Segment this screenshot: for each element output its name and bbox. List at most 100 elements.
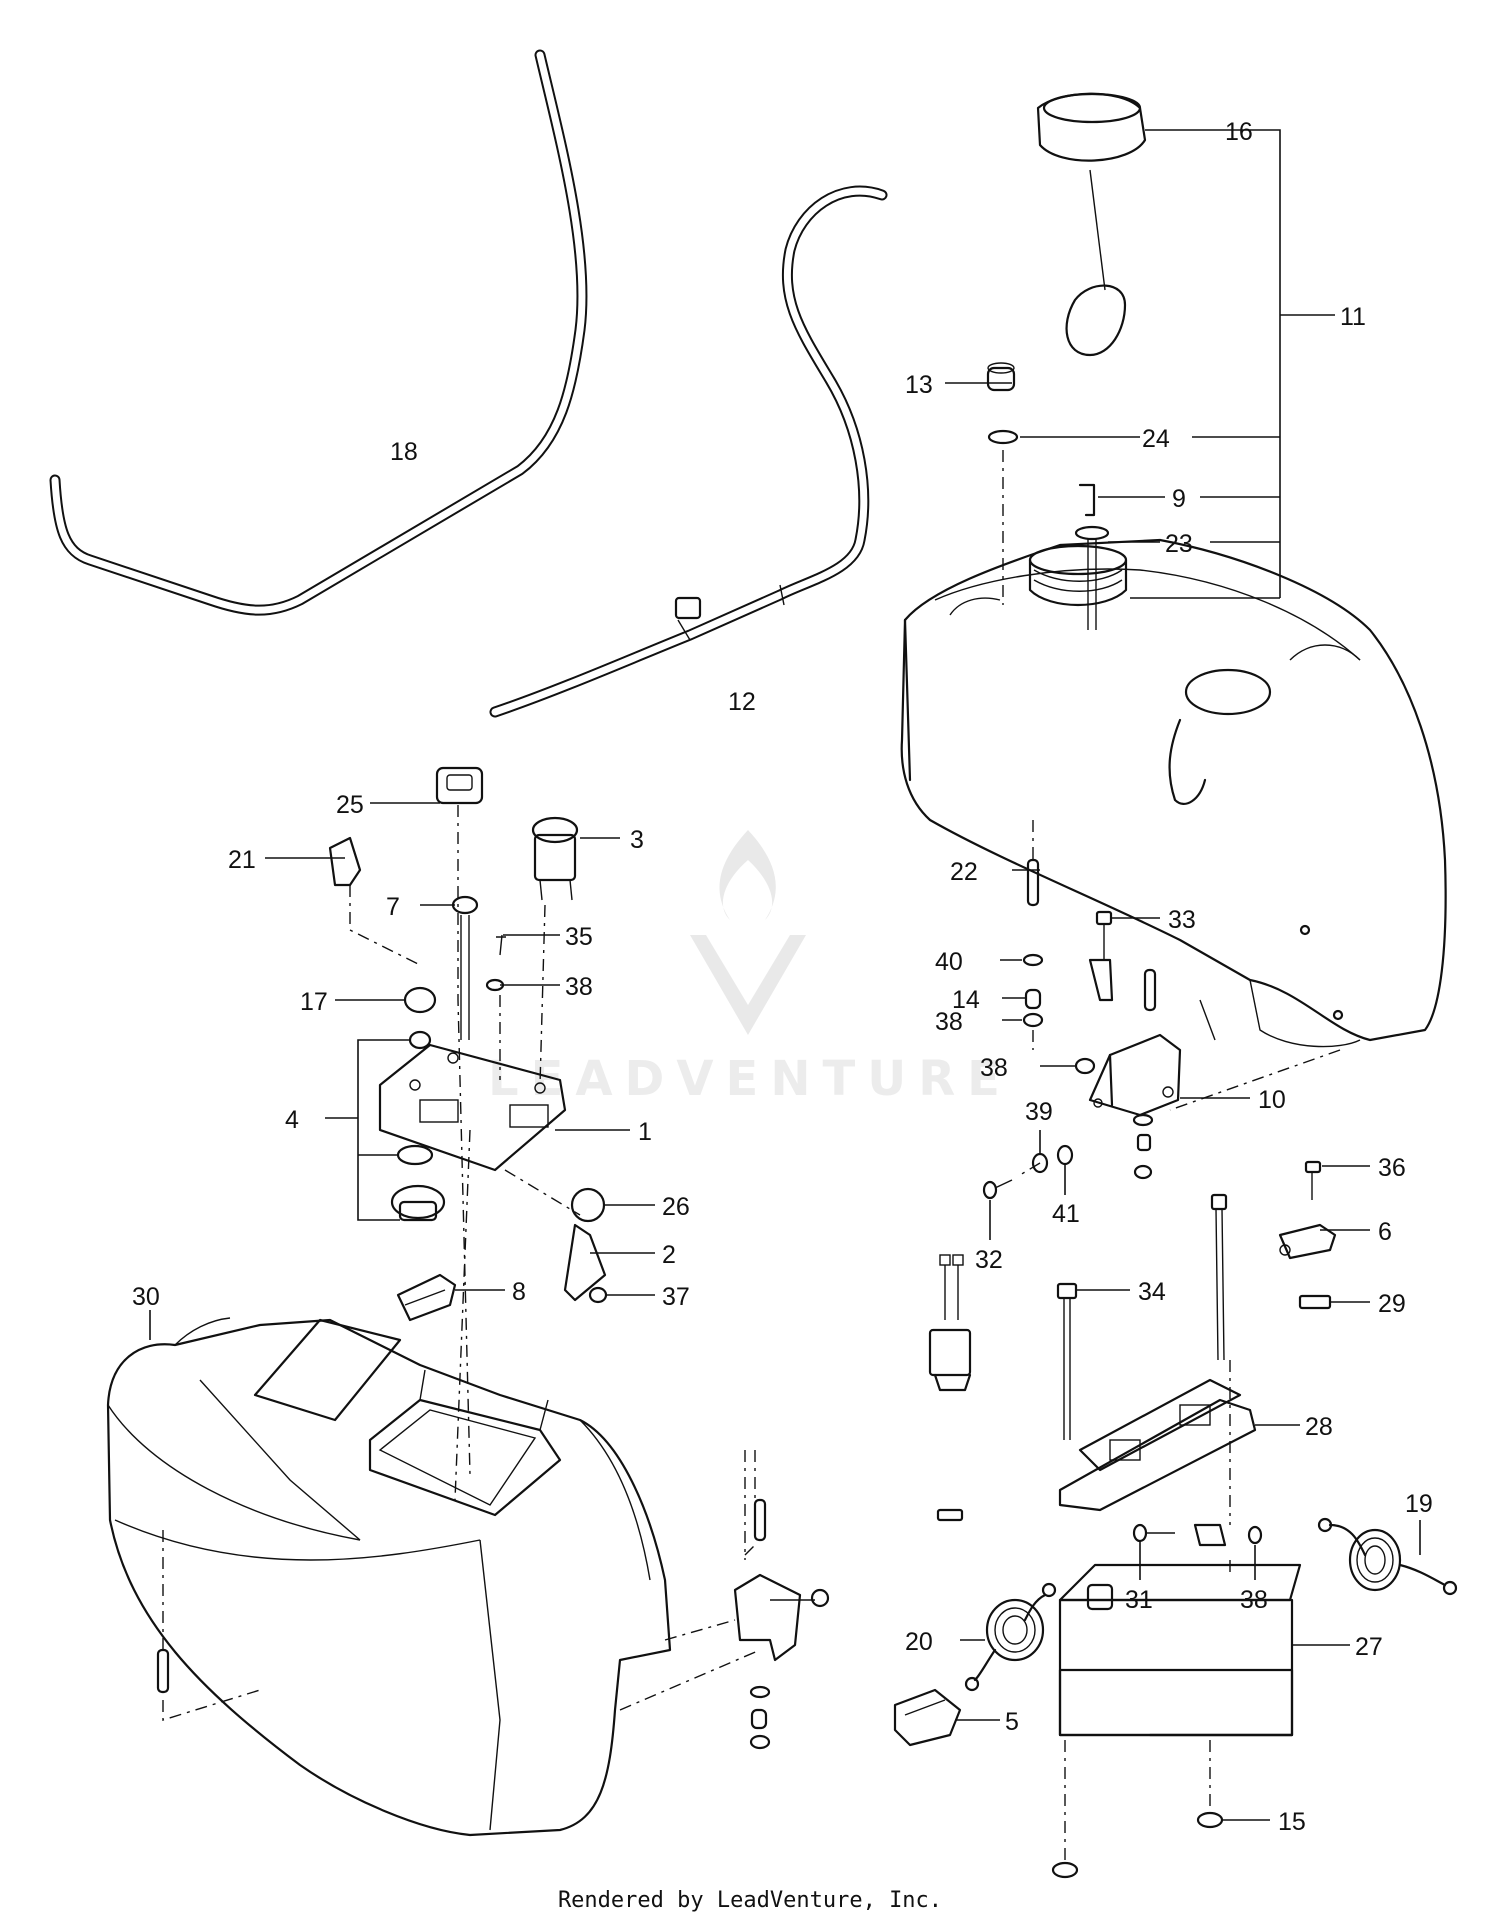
console-housing-30[interactable]	[106, 1317, 672, 1837]
callout-25: 25	[336, 791, 364, 819]
callout-18: 18	[390, 438, 418, 466]
battery-rod[interactable]	[1210, 1193, 1228, 1361]
callout-23: 23	[1165, 530, 1193, 558]
battery-bolt-34[interactable]	[1056, 1282, 1078, 1440]
callout-numbers: 16 11 13 24 9 23 18 12 25 3 21 7 35 38 1…	[132, 118, 1433, 1836]
console-pin[interactable]	[156, 1648, 170, 1694]
part-9-fitting[interactable]	[1078, 483, 1096, 517]
callout-24: 24	[1142, 425, 1170, 453]
callout-22: 22	[950, 858, 978, 886]
callout-36: 36	[1378, 1154, 1406, 1182]
part-nut-c[interactable]	[1133, 1164, 1153, 1180]
callout-27: 27	[1355, 1633, 1383, 1661]
callout-14: 14	[952, 986, 980, 1014]
callout-40: 39	[1025, 1098, 1053, 1126]
footer-credit: Rendered by LeadVenture, Inc.	[557, 1888, 943, 1913]
part-spring-b[interactable]	[1136, 1133, 1152, 1152]
part-22-pin[interactable]	[1026, 858, 1040, 907]
part-15-nut[interactable]	[1196, 1811, 1224, 1829]
battery-cable-19[interactable]	[1317, 1517, 1458, 1596]
part-24-grommet[interactable]	[987, 429, 1019, 445]
relay-bracket[interactable]	[928, 1254, 972, 1522]
callout-29: 29	[1378, 1290, 1406, 1318]
part-nut-bottom[interactable]	[1051, 1861, 1079, 1879]
callout-2: 2	[662, 1241, 676, 1269]
callout-41-b: 41	[1052, 1200, 1080, 1228]
callout-28: 28	[1305, 1413, 1333, 1441]
part-25-switch-cover[interactable]	[435, 766, 484, 805]
part-3-ignition-switch[interactable]	[531, 816, 579, 901]
part-17-nut[interactable]	[403, 986, 437, 1014]
part-32-bolt[interactable]	[982, 1179, 1013, 1200]
part-4-switch-assembly[interactable]	[390, 1030, 446, 1222]
part-21-knob[interactable]	[328, 836, 362, 887]
callout-1: 1	[638, 1118, 652, 1146]
callout-5: 5	[1005, 1708, 1019, 1736]
callout-19: 19	[1405, 1490, 1433, 1518]
part-38-nut-b[interactable]	[1074, 1057, 1096, 1075]
fuel-cap[interactable]	[1036, 92, 1147, 357]
console-bracket[interactable]	[733, 1498, 830, 1750]
leadventure-watermark-logo: LEADVENTURE	[488, 830, 1012, 1107]
callout-31: 31	[1125, 1586, 1153, 1614]
callout-7: 7	[386, 893, 400, 921]
callout-41: 40	[935, 948, 963, 976]
callout-15: 15	[1278, 1808, 1306, 1836]
callout-39: 38	[565, 973, 593, 1001]
callout-11: 11	[1340, 303, 1366, 331]
part-31-bolt[interactable]	[1132, 1523, 1175, 1543]
part-33-bolt[interactable]	[1095, 910, 1113, 960]
callout-35: 35	[565, 923, 593, 951]
battery-terminal-clamp[interactable]	[1193, 1523, 1227, 1547]
callout-10: 10	[1258, 1086, 1286, 1114]
callout-26: 26	[662, 1193, 690, 1221]
part-36-screw[interactable]	[1304, 1160, 1322, 1200]
leader-lines	[149, 129, 1421, 1821]
dash-panel-1[interactable]	[378, 1043, 567, 1172]
callout-33: 33	[1168, 906, 1196, 934]
part-7-pto-knob[interactable]	[451, 895, 479, 1040]
callout-13: 13	[905, 371, 933, 399]
part-35-screw[interactable]	[496, 934, 506, 956]
callout-20: 20	[905, 1628, 933, 1656]
assembly-lines	[162, 450, 1341, 1860]
battery-tray-28[interactable]	[1058, 1378, 1257, 1512]
fuel-tank[interactable]	[900, 538, 1447, 1048]
battery-27[interactable]	[1058, 1563, 1302, 1737]
part-8-connector[interactable]	[396, 1273, 457, 1322]
callout-12: 12	[728, 688, 756, 716]
callout-38-b: 38	[980, 1054, 1008, 1082]
callout-30: 30	[132, 1283, 160, 1311]
part-23-pickup-tube[interactable]	[1074, 525, 1110, 630]
callout-32: 32	[975, 1246, 1003, 1274]
part-6-switch[interactable]	[1278, 1223, 1337, 1310]
part-13-bushing[interactable]	[986, 362, 1016, 392]
callout-17: 17	[300, 988, 328, 1016]
fuel-hose-18[interactable]	[49, 49, 588, 616]
watermark-text: LEADVENTURE	[488, 1051, 1012, 1107]
callout-4: 4	[285, 1106, 299, 1134]
callout-38-c: 38	[1240, 1586, 1268, 1614]
callout-6: 6	[1378, 1218, 1392, 1246]
part-38-nut-d[interactable]	[1247, 1525, 1263, 1545]
fuel-hose-12[interactable]	[489, 185, 888, 718]
part-washer-c[interactable]	[1132, 1113, 1154, 1127]
battery-cable-20[interactable]	[964, 1582, 1057, 1692]
callout-34: 34	[1138, 1278, 1166, 1306]
part-26-throttle-knob[interactable]	[563, 1187, 607, 1302]
part-38-nut-a[interactable]	[1022, 1012, 1044, 1028]
callout-16: 16	[1225, 118, 1253, 146]
part-41-washer-b[interactable]	[1056, 1144, 1074, 1166]
part-5-relay[interactable]	[893, 1688, 962, 1747]
bracket-10[interactable]	[1088, 958, 1182, 1117]
callout-9: 9	[1172, 485, 1186, 513]
callout-38-a: 38	[935, 1008, 963, 1036]
callout-37: 37	[662, 1283, 690, 1311]
callout-3: 3	[630, 826, 644, 854]
part-41-washer[interactable]	[1022, 953, 1044, 967]
part-14-spring[interactable]	[1024, 988, 1042, 1010]
part-37-nut[interactable]	[588, 1286, 608, 1304]
callout-21: 21	[228, 846, 256, 874]
callout-8: 8	[512, 1278, 526, 1306]
